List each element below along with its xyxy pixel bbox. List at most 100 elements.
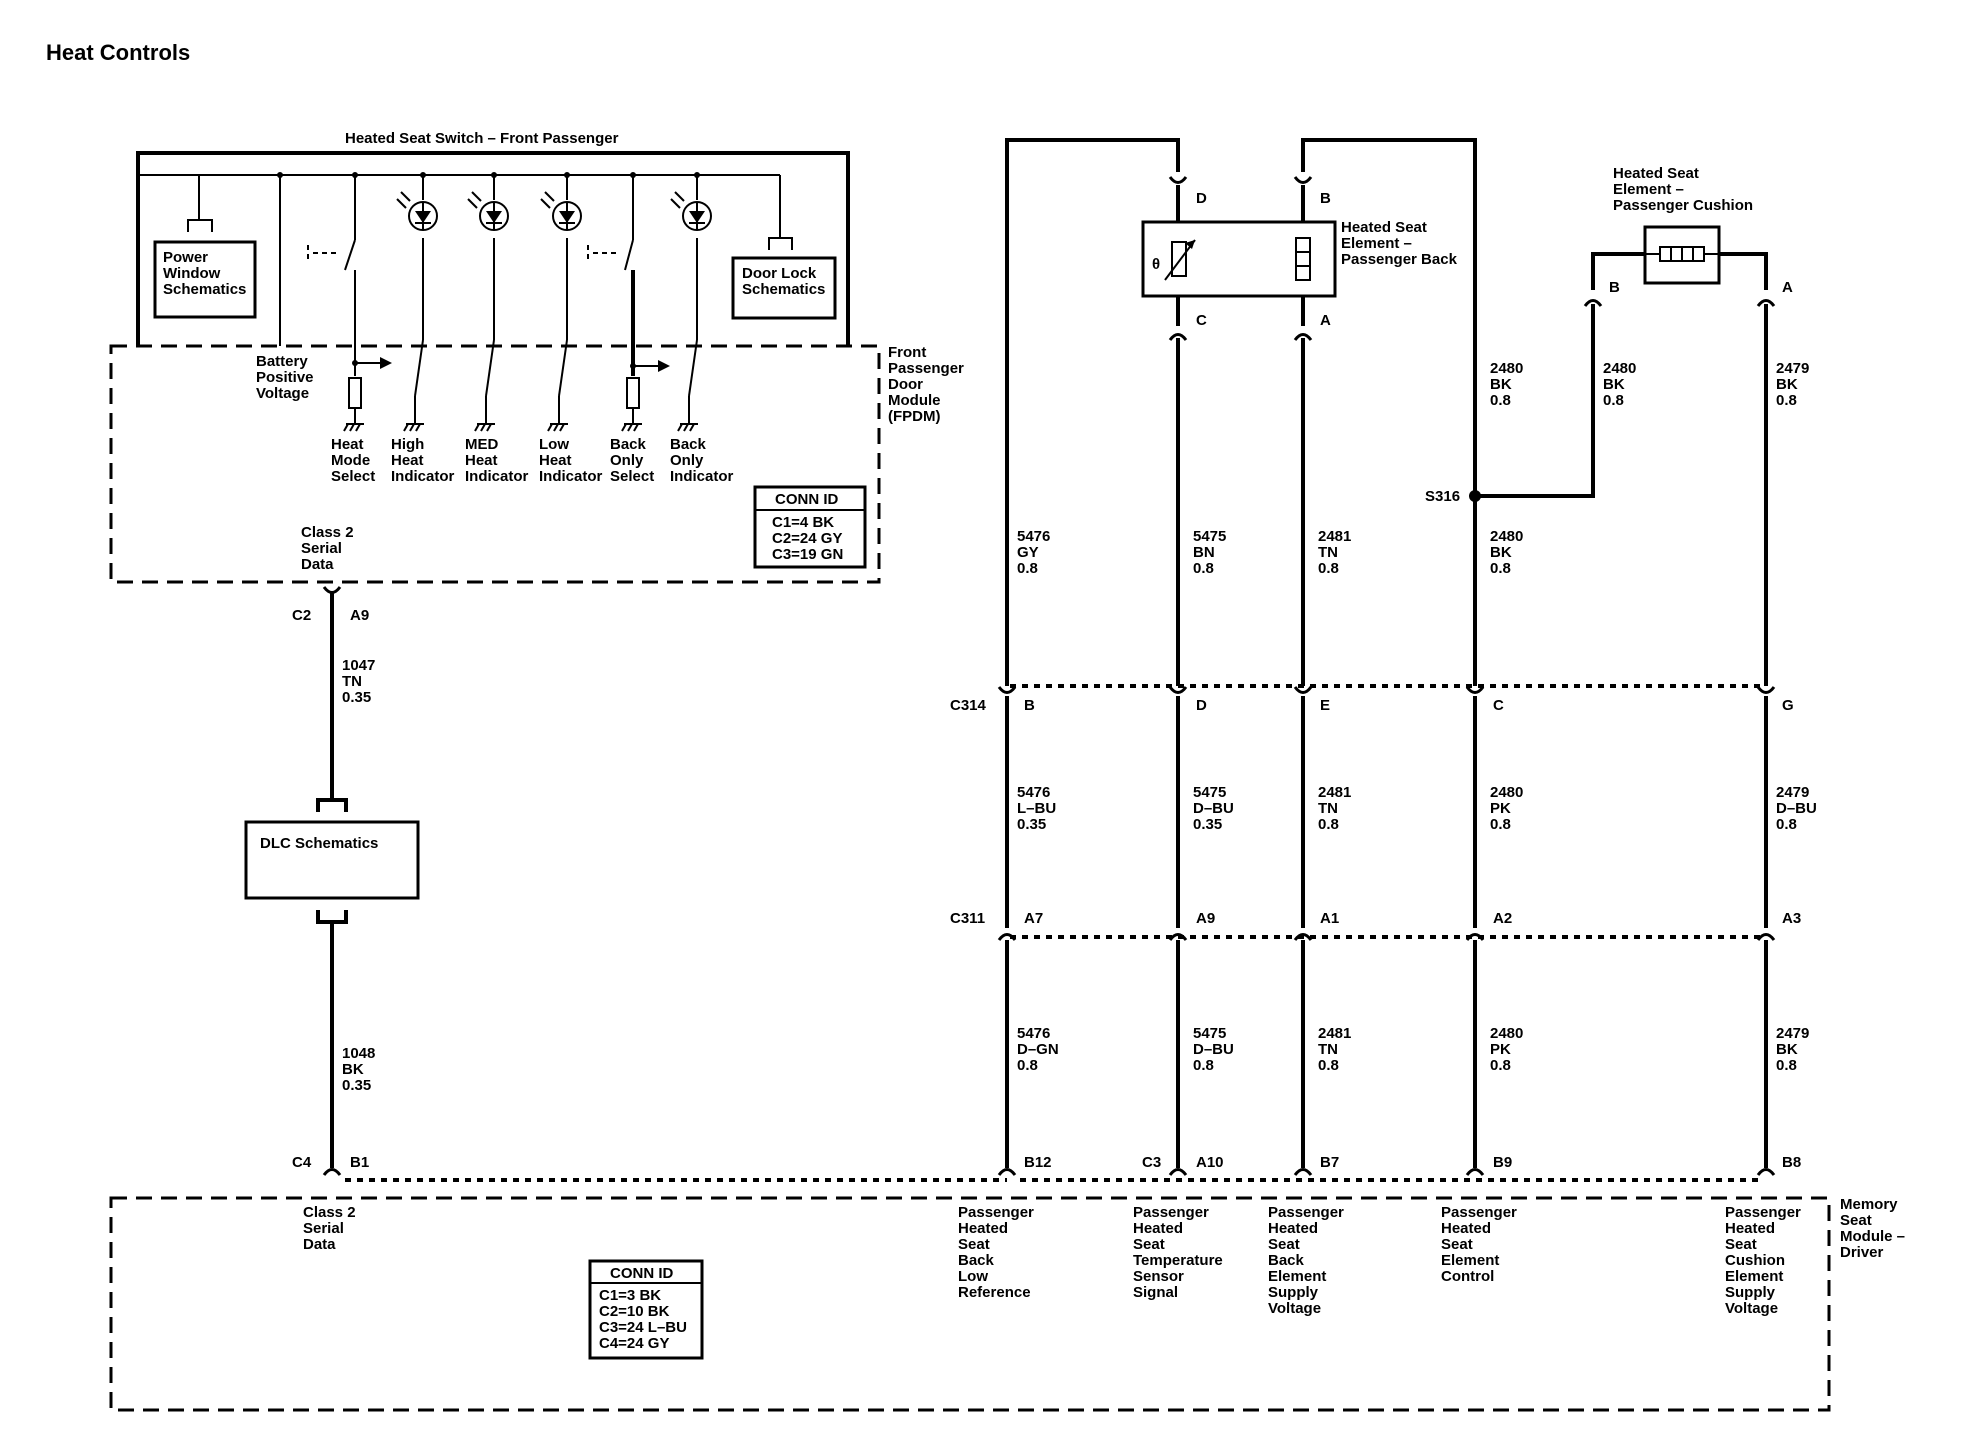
wire-2480-bk-label: 2480 BK 0.8 — [1490, 528, 1528, 577]
door-lock-box — [731, 256, 837, 320]
msm-pin-a10: A10 — [1196, 1154, 1224, 1171]
ground-icon — [547, 423, 569, 432]
wire-5475-dbu-label: 5475 D–BU 0.35 — [1193, 784, 1238, 833]
msm-c3-label: C3 — [1142, 1154, 1161, 1171]
low-heat-led-icon — [540, 191, 582, 231]
dlc-conn-bottom: C4 — [292, 1154, 312, 1171]
wire-2481-tn-mid-label: 2481 TN 0.8 — [1318, 784, 1356, 833]
back-only-indicator-label: Back Only Indicator — [670, 436, 734, 485]
med-heat-led-icon — [467, 191, 509, 231]
cushion-a-wire-label: 2479 BK 0.8 — [1776, 360, 1814, 409]
wire-2479-bk-low-label: 2479 BK 0.8 — [1776, 1025, 1814, 1074]
back-only-switch — [624, 239, 634, 271]
back-only-select-label: Back Only Select — [610, 436, 654, 485]
cushion-element-label: Heated Seat Element – Passenger Cushion — [1613, 165, 1753, 214]
msm-class2-label: Class 2 Serial Data — [303, 1204, 360, 1253]
msm-pin-b7: B7 — [1320, 1154, 1339, 1171]
msm-conn-id-box — [588, 1259, 704, 1360]
c311-pin-a9: A9 — [1196, 910, 1215, 927]
back-only-led-icon — [670, 191, 712, 231]
back-pin-b: B — [1320, 190, 1331, 207]
c314-pin-d: D — [1196, 697, 1207, 714]
theta-symbol: θ — [1152, 256, 1160, 273]
connector-b-icon — [1293, 175, 1313, 184]
msm-conn-id-title: CONN ID — [610, 1265, 674, 1282]
fpdm-conn-id-list: C1=4 BK C2=24 GY C3=19 GN — [772, 514, 846, 563]
back-pin-d: D — [1196, 190, 1207, 207]
wire-2480-top-loop — [1301, 138, 1477, 496]
wire-2480-pk-low-label: 2480 PK 0.8 — [1490, 1025, 1528, 1074]
ground-icon — [677, 423, 699, 432]
wire-1048-label: 1048 BK 0.35 — [342, 1045, 380, 1094]
battery-label: Battery Positive Voltage — [256, 353, 318, 402]
switch-frame — [136, 151, 850, 346]
ground-icon — [403, 423, 425, 432]
wire-2481-tn-low-label: 2481 TN 0.8 — [1318, 1025, 1356, 1074]
low-heat-indicator-label: Low Heat Indicator — [539, 436, 603, 485]
fpdm-conn-id-box — [753, 485, 867, 569]
ground-icon — [343, 423, 365, 432]
connector-c4-icon — [322, 1168, 342, 1177]
cushion-pin-a: A — [1782, 279, 1793, 296]
heat-mode-switch — [344, 239, 356, 271]
connector-c314-label: C314 — [950, 697, 987, 714]
wire-2479-dbu-label: 2479 D–BU 0.8 — [1776, 784, 1821, 833]
fpdm-box — [109, 344, 881, 584]
msm-box — [109, 1196, 1831, 1412]
heater-element-icon — [1295, 237, 1311, 281]
med-heat-indicator-label: MED Heat Indicator — [465, 436, 529, 485]
signal-element-control: Passenger Heated Seat Element Control — [1441, 1204, 1521, 1285]
wire-5476-lbu-label: 5476 L–BU 0.35 — [1017, 784, 1060, 833]
connector-c311-label: C311 — [950, 910, 985, 927]
msm-label: Memory Seat Module – Driver — [1840, 1196, 1909, 1261]
signal-back-low-reference: Passenger Heated Seat Back Low Reference — [958, 1204, 1038, 1301]
signal-back-element-supply: Passenger Heated Seat Back Element Suppl… — [1268, 1204, 1348, 1317]
c311-pin-a2: A2 — [1493, 910, 1512, 927]
fpdm-class2-label: Class 2 Serial Data — [301, 524, 358, 573]
back-element-label: Heated Seat Element – Passenger Back — [1341, 219, 1458, 268]
splice-s316-label: S316 — [1425, 488, 1460, 505]
c311-pin-a1: A1 — [1320, 910, 1339, 927]
msm-pin-b12: B12 — [1024, 1154, 1052, 1171]
wire-2481-tn-label: 2481 TN 0.8 — [1318, 528, 1356, 577]
connector-c2-icon — [322, 585, 342, 594]
heat-mode-select-label: Heat Mode Select — [331, 436, 375, 485]
wire-5476-top-loop — [1005, 138, 1180, 686]
c314-pin-g: G — [1782, 697, 1794, 714]
dlc-conn-top: C2 — [292, 607, 311, 624]
s316-up-wire-label: 2480 BK 0.8 — [1490, 360, 1528, 409]
msm-pin-b8: B8 — [1782, 1154, 1801, 1171]
fpdm-conn-id-title: CONN ID — [775, 491, 839, 508]
c311-pin-a7: A7 — [1024, 910, 1043, 927]
cushion-pin-b: B — [1609, 279, 1620, 296]
msm-conn-id-list: C1=3 BK C2=10 BK C3=24 L–BU C4=24 GY — [599, 1287, 691, 1352]
wire-5476-gy-label: 5476 GY 0.8 — [1017, 528, 1055, 577]
back-pin-a: A — [1320, 312, 1331, 329]
back-pin-c: C — [1196, 312, 1207, 329]
wire-5475-bn-label: 5475 BN 0.8 — [1193, 528, 1231, 577]
c314-pin-e: E — [1320, 697, 1330, 714]
switch-title: Heated Seat Switch – Front Passenger — [345, 130, 619, 147]
door-lock-label: Door Lock Schematics — [742, 265, 825, 298]
power-window-box — [153, 240, 257, 319]
c314-pin-b: B — [1024, 697, 1035, 714]
c314-pin-c: C — [1493, 697, 1504, 714]
wire-5475-dbu-low-label: 5475 D–BU 0.8 — [1193, 1025, 1238, 1074]
thermistor-icon — [1171, 241, 1187, 277]
wire-2480-pk-label: 2480 PK 0.8 — [1490, 784, 1528, 833]
ground-icon — [621, 423, 643, 432]
dlc-label: DLC Schematics — [260, 835, 378, 852]
c311-pin-a3: A3 — [1782, 910, 1801, 927]
s316-cushion-wire-label: 2480 BK 0.8 — [1603, 360, 1641, 409]
msm-pin-b9: B9 — [1493, 1154, 1512, 1171]
dlc-pin-bottom: B1 — [350, 1154, 369, 1171]
page-title: Heat Controls — [46, 40, 190, 65]
power-window-label: Power Window Schematics — [163, 249, 246, 298]
dlc-pin-top: A9 — [350, 607, 369, 624]
fpdm-label: Front Passenger Door Module (FPDM) — [888, 344, 968, 425]
connector-d-icon — [1168, 175, 1188, 184]
signal-temperature-sensor: Passenger Heated Seat Temperature Sensor… — [1133, 1204, 1227, 1301]
high-heat-led-icon — [396, 191, 438, 231]
wire-1047-label: 1047 TN 0.35 — [342, 657, 380, 706]
